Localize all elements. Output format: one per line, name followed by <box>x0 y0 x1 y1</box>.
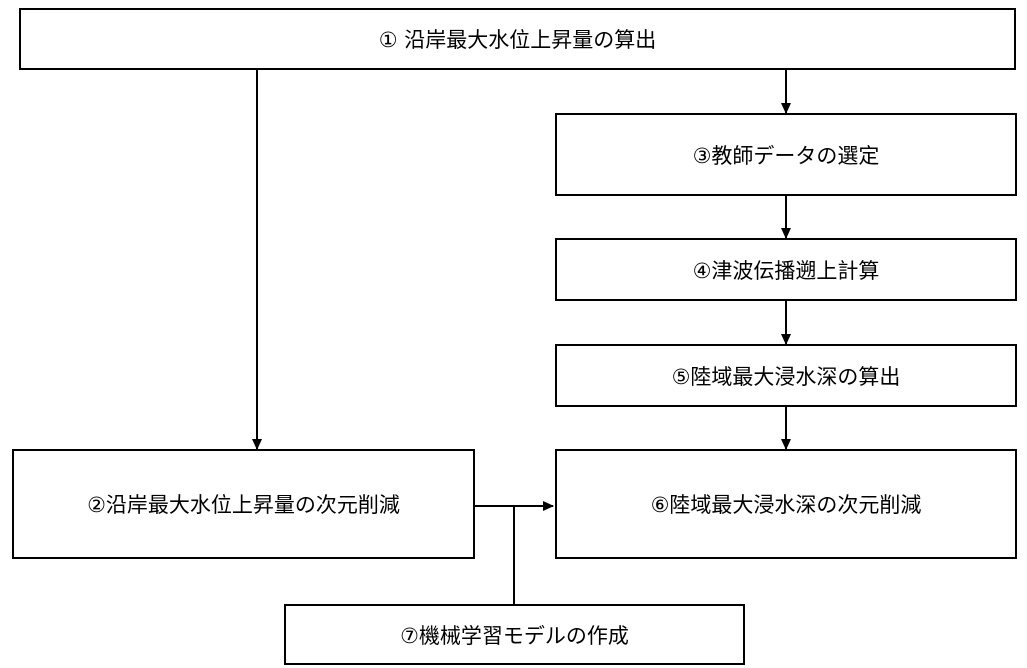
step-7-box: ⑦機械学習モデルの作成 <box>284 604 745 665</box>
step-7-label: ⑦機械学習モデルの作成 <box>400 623 629 648</box>
step-2-label: ②沿岸最大水位上昇量の次元削減 <box>87 493 400 517</box>
step-4-label: ④津波伝播遡上計算 <box>692 258 880 283</box>
step-4-box: ④津波伝播遡上計算 <box>555 238 1017 301</box>
step-5-label: ⑤陸域最大浸水深の算出 <box>671 364 901 389</box>
step-1-box: ① 沿岸最大水位上昇量の算出 <box>19 8 1016 70</box>
step-6-box: ⑥陸域最大浸水深の次元削減 <box>555 449 1017 559</box>
step-2-box: ②沿岸最大水位上昇量の次元削減 <box>12 449 475 559</box>
step-3-label: ③教師データの選定 <box>692 143 880 168</box>
step-5-box: ⑤陸域最大浸水深の算出 <box>555 344 1017 407</box>
step-1-label: ① 沿岸最大水位上昇量の算出 <box>378 28 657 52</box>
step-3-box: ③教師データの選定 <box>555 113 1017 196</box>
step-6-label: ⑥陸域最大浸水深の次元削減 <box>650 493 922 517</box>
